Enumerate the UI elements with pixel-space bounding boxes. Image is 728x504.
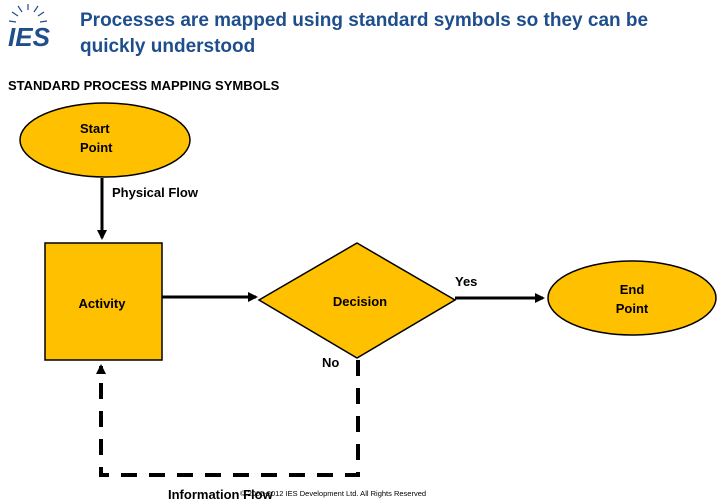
physical-flow-label: Physical Flow xyxy=(112,185,198,200)
page-title: Processes are mapped using standard symb… xyxy=(80,10,649,57)
end-label-line1: End xyxy=(619,282,645,297)
activity-label: Activity xyxy=(78,296,126,311)
no-label: No xyxy=(322,355,340,370)
information-flow-path xyxy=(96,360,360,477)
logo-text: IES xyxy=(8,22,51,52)
section-title: STANDARD PROCESS MAPPING SYMBOLS xyxy=(8,78,280,93)
decision-shape xyxy=(257,242,457,359)
start-label-line1: Start xyxy=(80,121,110,136)
activity-shape xyxy=(44,242,163,361)
information-flow-label: Information Flow xyxy=(168,487,273,502)
yes-label: Yes xyxy=(455,274,478,289)
logo-sunburst-icon xyxy=(8,4,48,23)
start-point-shape xyxy=(19,102,191,178)
start-point-label: Start Point xyxy=(80,119,132,157)
start-label-line2: Point xyxy=(80,140,113,155)
end-point-label: End Point xyxy=(606,280,658,318)
ies-logo: IES xyxy=(8,4,51,52)
end-point-shape xyxy=(547,260,717,336)
decision-label: Decision xyxy=(332,294,388,309)
end-label-line2: Point xyxy=(615,301,649,316)
copyright-notice: © 2005-2012 IES Development Ltd. All Rig… xyxy=(240,489,427,498)
